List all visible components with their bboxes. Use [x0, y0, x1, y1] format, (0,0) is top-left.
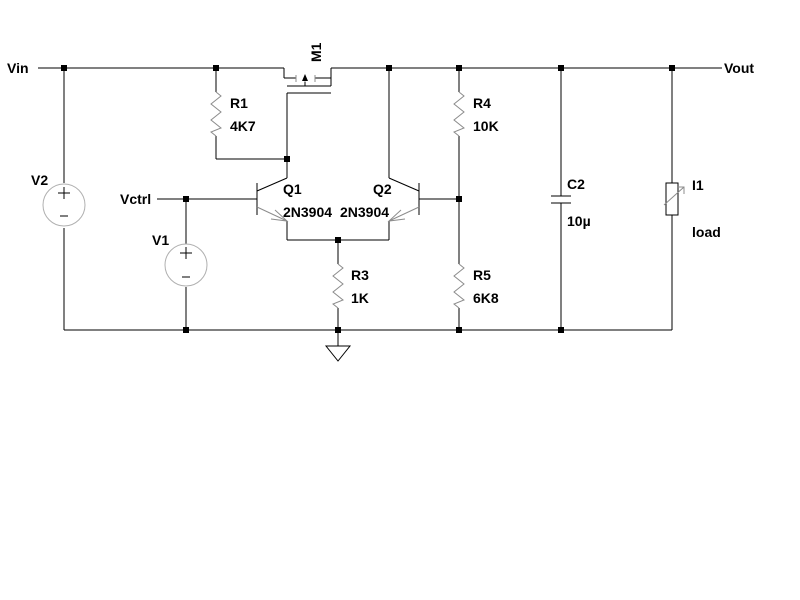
r3-value-label: 1K: [351, 290, 369, 306]
r5-ref-label: R5: [473, 267, 491, 283]
i1-value-label: load: [692, 224, 721, 240]
q2-model-label: 2N3904: [340, 204, 389, 220]
c2-value-label: 10µ: [567, 213, 591, 229]
v1-ref-label: V1: [152, 232, 169, 248]
resistor-r4: R4 10K: [453, 91, 499, 137]
transistor-q2: Q2 2N3904: [340, 177, 420, 222]
net-label-vin: Vin: [7, 60, 29, 76]
resistor-r5: R5 6K8: [453, 263, 499, 309]
r5-value-label: 6K8: [473, 290, 499, 306]
m1-ref-label: M1: [308, 42, 324, 62]
capacitor-c2: C2 10µ: [551, 176, 591, 229]
net-label-vctrl: Vctrl: [120, 191, 151, 207]
r1-value-label: 4K7: [230, 118, 256, 134]
r4-ref-label: R4: [473, 95, 491, 111]
wires: [38, 67, 722, 346]
ground-symbol: [324, 345, 352, 362]
q1-ref-label: Q1: [283, 181, 302, 197]
resistor-r3: R3 1K: [332, 263, 369, 309]
q1-model-label: 2N3904: [283, 204, 332, 220]
resistor-r1: R1 4K7: [210, 91, 256, 137]
r1-ref-label: R1: [230, 95, 248, 111]
c2-ref-label: C2: [567, 176, 585, 192]
current-source-i1: I1 load: [663, 177, 721, 240]
i1-ref-label: I1: [692, 177, 704, 193]
voltage-source-v2: V2: [31, 172, 86, 227]
transistor-q1: Q1 2N3904: [256, 177, 332, 222]
r4-value-label: 10K: [473, 118, 499, 134]
net-label-vout: Vout: [724, 60, 754, 76]
mosfet-m1: M1: [283, 42, 332, 94]
voltage-source-v1: V1: [152, 232, 208, 287]
junction-dots: [61, 65, 675, 333]
r3-ref-label: R3: [351, 267, 369, 283]
q2-ref-label: Q2: [373, 181, 392, 197]
v2-ref-label: V2: [31, 172, 48, 188]
